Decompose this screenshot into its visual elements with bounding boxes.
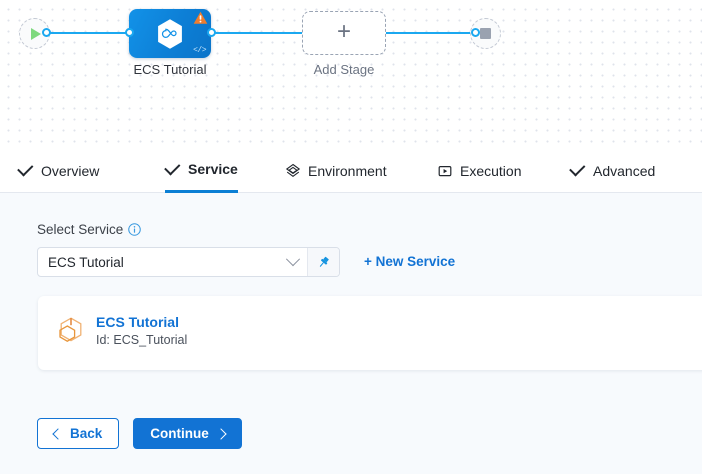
- warning-triangle-icon: [193, 11, 208, 24]
- back-button-label: Back: [70, 426, 103, 441]
- wire-addstage-to-end: [383, 32, 477, 34]
- pin-service-button[interactable]: [307, 248, 339, 276]
- add-stage-button[interactable]: +: [302, 11, 386, 55]
- chevron-down-icon: [285, 252, 301, 267]
- stage-node-input-dot[interactable]: [125, 28, 134, 37]
- check-icon: [164, 158, 181, 177]
- wire-stage-to-addstage: [205, 32, 309, 34]
- code-badge-icon: </>: [193, 46, 206, 55]
- stop-icon: [480, 28, 491, 39]
- service-card-text: ECS Tutorial Id: ECS_Tutorial: [96, 313, 187, 349]
- service-card-content: ECS Tutorial Id: ECS_Tutorial: [58, 313, 187, 349]
- tab-environment-label: Environment: [308, 162, 387, 179]
- plus-icon: +: [336, 18, 351, 45]
- info-icon[interactable]: [128, 223, 142, 236]
- select-service-label-row: Select Service: [37, 222, 142, 237]
- harness-hexagon-icon: [158, 18, 182, 49]
- play-icon: [31, 27, 41, 40]
- tab-overview[interactable]: Overview: [17, 148, 100, 193]
- pipeline-canvas[interactable]: </> ECS Tutorial + Add Stage: [0, 0, 702, 148]
- stage-node-label: ECS Tutorial: [133, 62, 207, 77]
- service-card-id: Id: ECS_Tutorial: [96, 332, 188, 347]
- wizard-footer-buttons: Back Continue: [37, 418, 242, 449]
- play-box-icon: [437, 163, 453, 179]
- pipeline-stage-node-ecs-tutorial[interactable]: </>: [129, 9, 211, 58]
- new-service-link[interactable]: + New Service: [364, 254, 456, 269]
- service-card-name[interactable]: ECS Tutorial: [96, 314, 179, 330]
- add-stage-label: Add Stage: [313, 62, 375, 77]
- start-node-connector-dot[interactable]: [42, 28, 51, 37]
- select-service-label: Select Service: [37, 222, 124, 237]
- tab-environment[interactable]: Environment: [285, 148, 387, 193]
- back-button[interactable]: Back: [37, 418, 120, 449]
- tab-overview-label: Overview: [41, 162, 100, 179]
- layers-icon: [285, 163, 301, 179]
- service-select-trigger[interactable]: ECS Tutorial: [38, 248, 307, 276]
- stage-config-tabbar: Overview Service Environment: [0, 148, 702, 193]
- check-icon: [569, 160, 586, 179]
- pin-icon: [319, 256, 329, 267]
- tab-advanced[interactable]: Advanced: [569, 148, 656, 193]
- tab-service[interactable]: Service: [164, 148, 238, 193]
- service-select[interactable]: ECS Tutorial: [37, 247, 340, 277]
- check-icon: [17, 160, 34, 179]
- tab-service-label: Service: [188, 161, 238, 177]
- stage-node-output-dot[interactable]: [207, 28, 216, 37]
- tab-advanced-label: Advanced: [593, 162, 656, 179]
- chevron-right-icon: [215, 427, 227, 440]
- service-select-value: ECS Tutorial: [48, 254, 124, 270]
- selected-service-card[interactable]: ECS Tutorial Id: ECS_Tutorial: [38, 296, 702, 370]
- end-node-connector-dot[interactable]: [471, 28, 480, 37]
- continue-button[interactable]: Continue: [133, 418, 242, 449]
- wire-start-to-stage: [44, 32, 136, 34]
- service-hexagon-icon: [59, 317, 82, 343]
- tab-execution-label: Execution: [460, 162, 522, 179]
- tab-execution[interactable]: Execution: [437, 148, 521, 193]
- chevron-left-icon: [52, 427, 64, 440]
- continue-button-label: Continue: [150, 426, 209, 441]
